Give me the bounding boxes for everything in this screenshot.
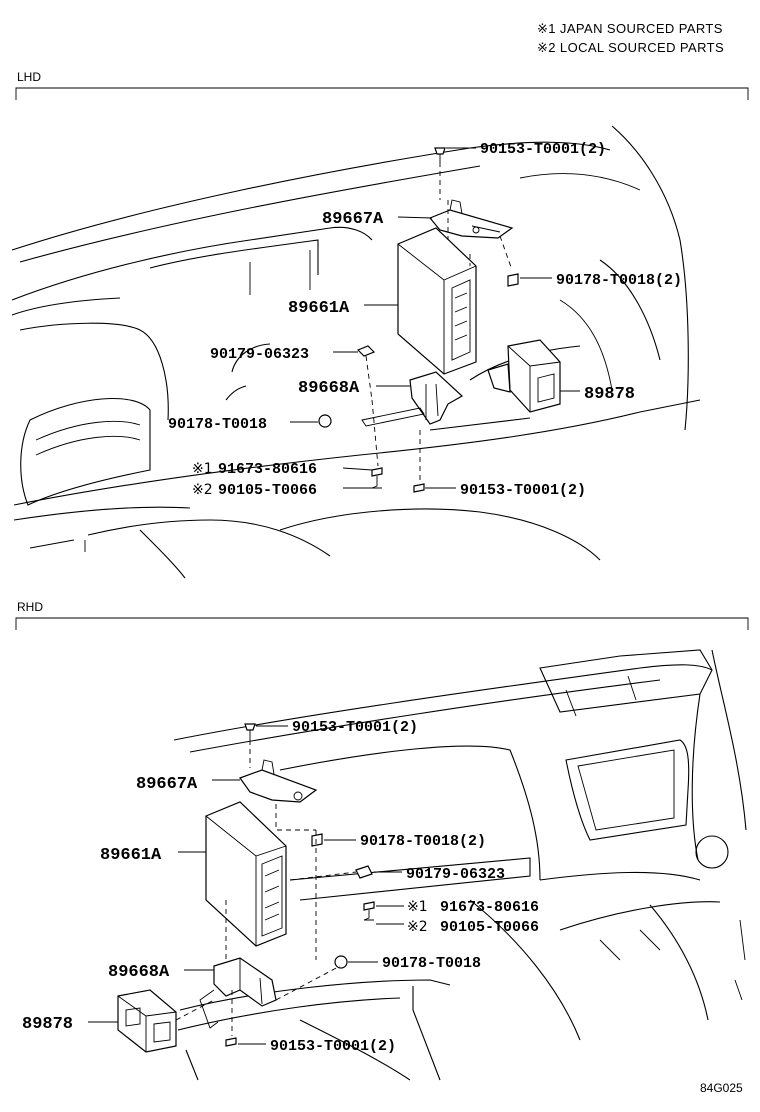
rhd-lower-bracket-shape [199, 957, 277, 1029]
lhd-label-clip: 90179-06323 [210, 346, 309, 363]
rhd-label-module: 89878 [22, 1015, 73, 1034]
rhd-label-clip: 90179-06323 [406, 866, 505, 883]
lhd-nut-lower-shape [318, 414, 332, 428]
lhd-upper-bracket-shape [429, 199, 514, 239]
lhd-lower-bracket-shape [361, 371, 464, 427]
lhd-label-module: 89878 [584, 385, 635, 404]
lhd-label-screw-local: 90105-T0066 [218, 482, 317, 499]
rhd-mark-japan: ※1 [407, 899, 428, 915]
lhd-frame [15, 87, 749, 100]
lhd-labels: 90153-T0001(2) 89667A 90178-T0018(2) 896… [168, 141, 682, 499]
lhd-clip-shape [356, 345, 376, 357]
lhd-screw-shape [371, 467, 383, 477]
lhd-label-screw-japan: 91673-80616 [218, 461, 317, 478]
rhd-fasteners [225, 723, 375, 1047]
rhd-label-bolt-top: 90153-T0001(2) [292, 719, 418, 736]
rhd-section: RHD [15, 600, 749, 1081]
lhd-title: LHD [17, 70, 41, 84]
rhd-label-ecu: 89661A [100, 846, 162, 865]
lhd-label-bolt-bottom: 90153-T0001(2) [460, 482, 586, 499]
rhd-bolt-bottom-shape [225, 1037, 237, 1047]
lhd-leader-lines [290, 147, 580, 489]
rhd-mark-local: ※2 [407, 919, 428, 935]
rhd-labels: 90153-T0001(2) 89667A 90178-T0018(2) 896… [22, 719, 539, 1055]
rhd-ecu-shape [205, 801, 287, 947]
rhd-nut-lower-shape [334, 955, 348, 969]
rhd-dashboard-outline [173, 649, 747, 1081]
rhd-label-nut-upper: 90178-T0018(2) [360, 833, 486, 850]
figure-code: 84G025 [700, 1081, 743, 1095]
rhd-clip-shape [355, 865, 373, 879]
legend-local: ※2 LOCAL SOURCED PARTS [537, 40, 724, 55]
rhd-upper-bracket-shape [239, 759, 318, 803]
legend-japan: ※1 JAPAN SOURCED PARTS [537, 21, 723, 36]
legend: ※1 JAPAN SOURCED PARTS ※2 LOCAL SOURCED … [537, 21, 724, 55]
rhd-leader-lines [88, 725, 404, 1045]
rhd-title: RHD [17, 600, 43, 614]
rhd-frame [15, 617, 749, 630]
lhd-nut-upper-shape [507, 273, 519, 287]
lhd-label-bracket-upper: 89667A [322, 210, 384, 229]
lhd-label-ecu: 89661A [288, 299, 350, 318]
rhd-label-bracket-lower: 89668A [108, 963, 170, 982]
lhd-dashboard-outline [11, 125, 701, 579]
lhd-bolt-top-shape [434, 147, 446, 155]
lhd-label-bracket-lower: 89668A [298, 379, 360, 398]
rhd-assembly-lines [175, 740, 357, 1036]
rhd-label-nut-lower: 90178-T0018 [382, 955, 481, 972]
lhd-assembly-lines [365, 162, 513, 482]
rhd-nut-upper-shape [311, 833, 323, 847]
lhd-label-bolt-top: 90153-T0001(2) [480, 141, 606, 158]
rhd-screw-shape [363, 901, 375, 911]
lhd-label-nut-upper: 90178-T0018(2) [556, 272, 682, 289]
rhd-label-bracket-upper: 89667A [136, 775, 198, 794]
rhd-module-shape [117, 989, 177, 1053]
lhd-bolt-bottom-shape [413, 483, 425, 493]
rhd-label-screw-japan: 91673-80616 [440, 899, 539, 916]
lhd-label-nut-lower: 90178-T0018 [168, 416, 267, 433]
lhd-section: LHD [11, 70, 749, 579]
lhd-mark-local: ※2 [192, 482, 213, 498]
rhd-bolt-top-shape [244, 723, 256, 731]
lhd-fasteners [318, 147, 519, 493]
lhd-mark-japan: ※1 [192, 461, 213, 477]
rhd-label-screw-local: 90105-T0066 [440, 919, 539, 936]
rhd-label-bolt-bottom: 90153-T0001(2) [270, 1038, 396, 1055]
lhd-ecu-shape [397, 227, 477, 375]
lhd-module-shape [487, 339, 561, 413]
